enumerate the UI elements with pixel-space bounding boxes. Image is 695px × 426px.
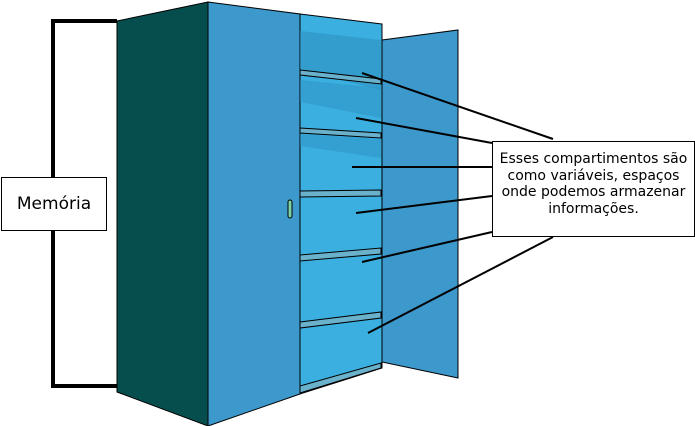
pointer-lines	[352, 72, 554, 334]
shelf-2	[299, 127, 382, 139]
memory-label-text: Memória	[16, 194, 92, 214]
compartment-shadow	[300, 134, 381, 158]
door-handle	[287, 199, 293, 219]
cabinet-interior	[299, 13, 383, 395]
compartment-shadow	[300, 31, 381, 90]
callout-box: Esses compartimentos são como variáveis,…	[492, 141, 695, 237]
pointer-line	[367, 236, 554, 334]
callout-text: Esses compartimentos são como variáveis,…	[499, 151, 688, 217]
compartments	[299, 31, 382, 394]
shelf-bottom	[299, 362, 382, 394]
pointer-line	[355, 195, 493, 214]
compartment-shadow	[300, 80, 381, 118]
pointer-line	[355, 117, 493, 144]
shelf-1	[299, 69, 382, 85]
shelf-5	[299, 311, 382, 329]
pointer-line	[361, 72, 554, 140]
cabinet-side-panel	[116, 1, 209, 426]
shelf-3	[299, 189, 382, 198]
cabinet-front-door	[207, 1, 301, 426]
shelf-4	[299, 247, 382, 262]
memory-label: Memória	[1, 177, 107, 231]
pointer-line	[361, 231, 493, 263]
